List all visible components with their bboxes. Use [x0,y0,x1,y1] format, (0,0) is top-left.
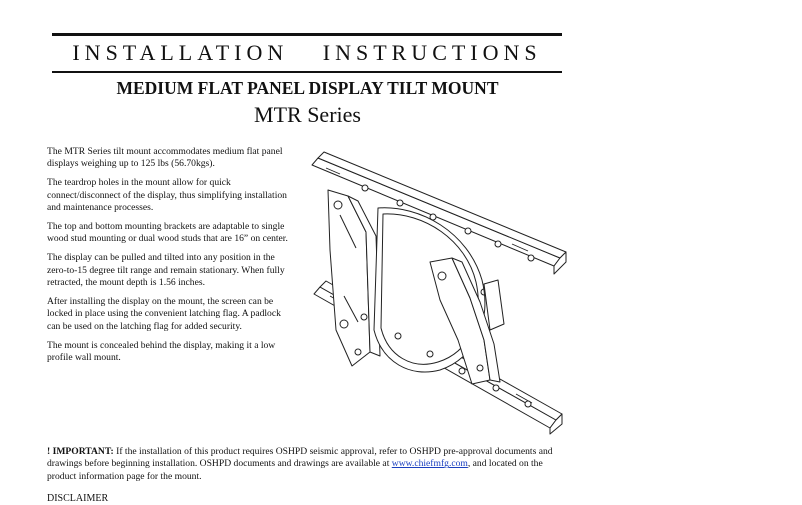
important-notice: ! IMPORTANT: If the installation of this… [47,446,567,483]
footer-partial-text: DISCLAIMER [47,493,109,504]
important-text: If the installation of this product requ… [47,446,553,470]
series-title: MTR Series [254,102,361,127]
intro-paragraph: The teardrop holes in the mount allow fo… [47,177,287,214]
left-bracket [327,189,381,367]
mounting-holes [360,184,535,408]
intro-paragraph: The top and bottom mounting brackets are… [47,221,288,245]
intro-paragraph: The MTR Series tilt mount accommodates m… [47,146,283,170]
top-rule [52,33,562,36]
intro-paragraph: After installing the display on the moun… [47,296,281,332]
right-bracket [429,257,505,385]
top-rail [311,151,567,275]
important-label: ! IMPORTANT: [47,446,114,457]
title-underline [52,71,562,73]
page-title: INSTALLATION INSTRUCTIONS [72,40,542,65]
product-title: MEDIUM FLAT PANEL DISPLAY TILT MOUNT [116,78,499,98]
intro-paragraph: The mount is concealed behind the displa… [47,339,276,364]
important-text-end: , and located on the product information… [47,458,543,482]
intro-text: The MTR Series tilt mount accommodates m… [47,146,292,371]
chiefmfg-link[interactable]: www.chiefmfg.com [391,458,468,470]
tilt-mount-drawing-icon [311,151,567,435]
intro-paragraph: The display can be pulled and tilted int… [47,252,285,289]
